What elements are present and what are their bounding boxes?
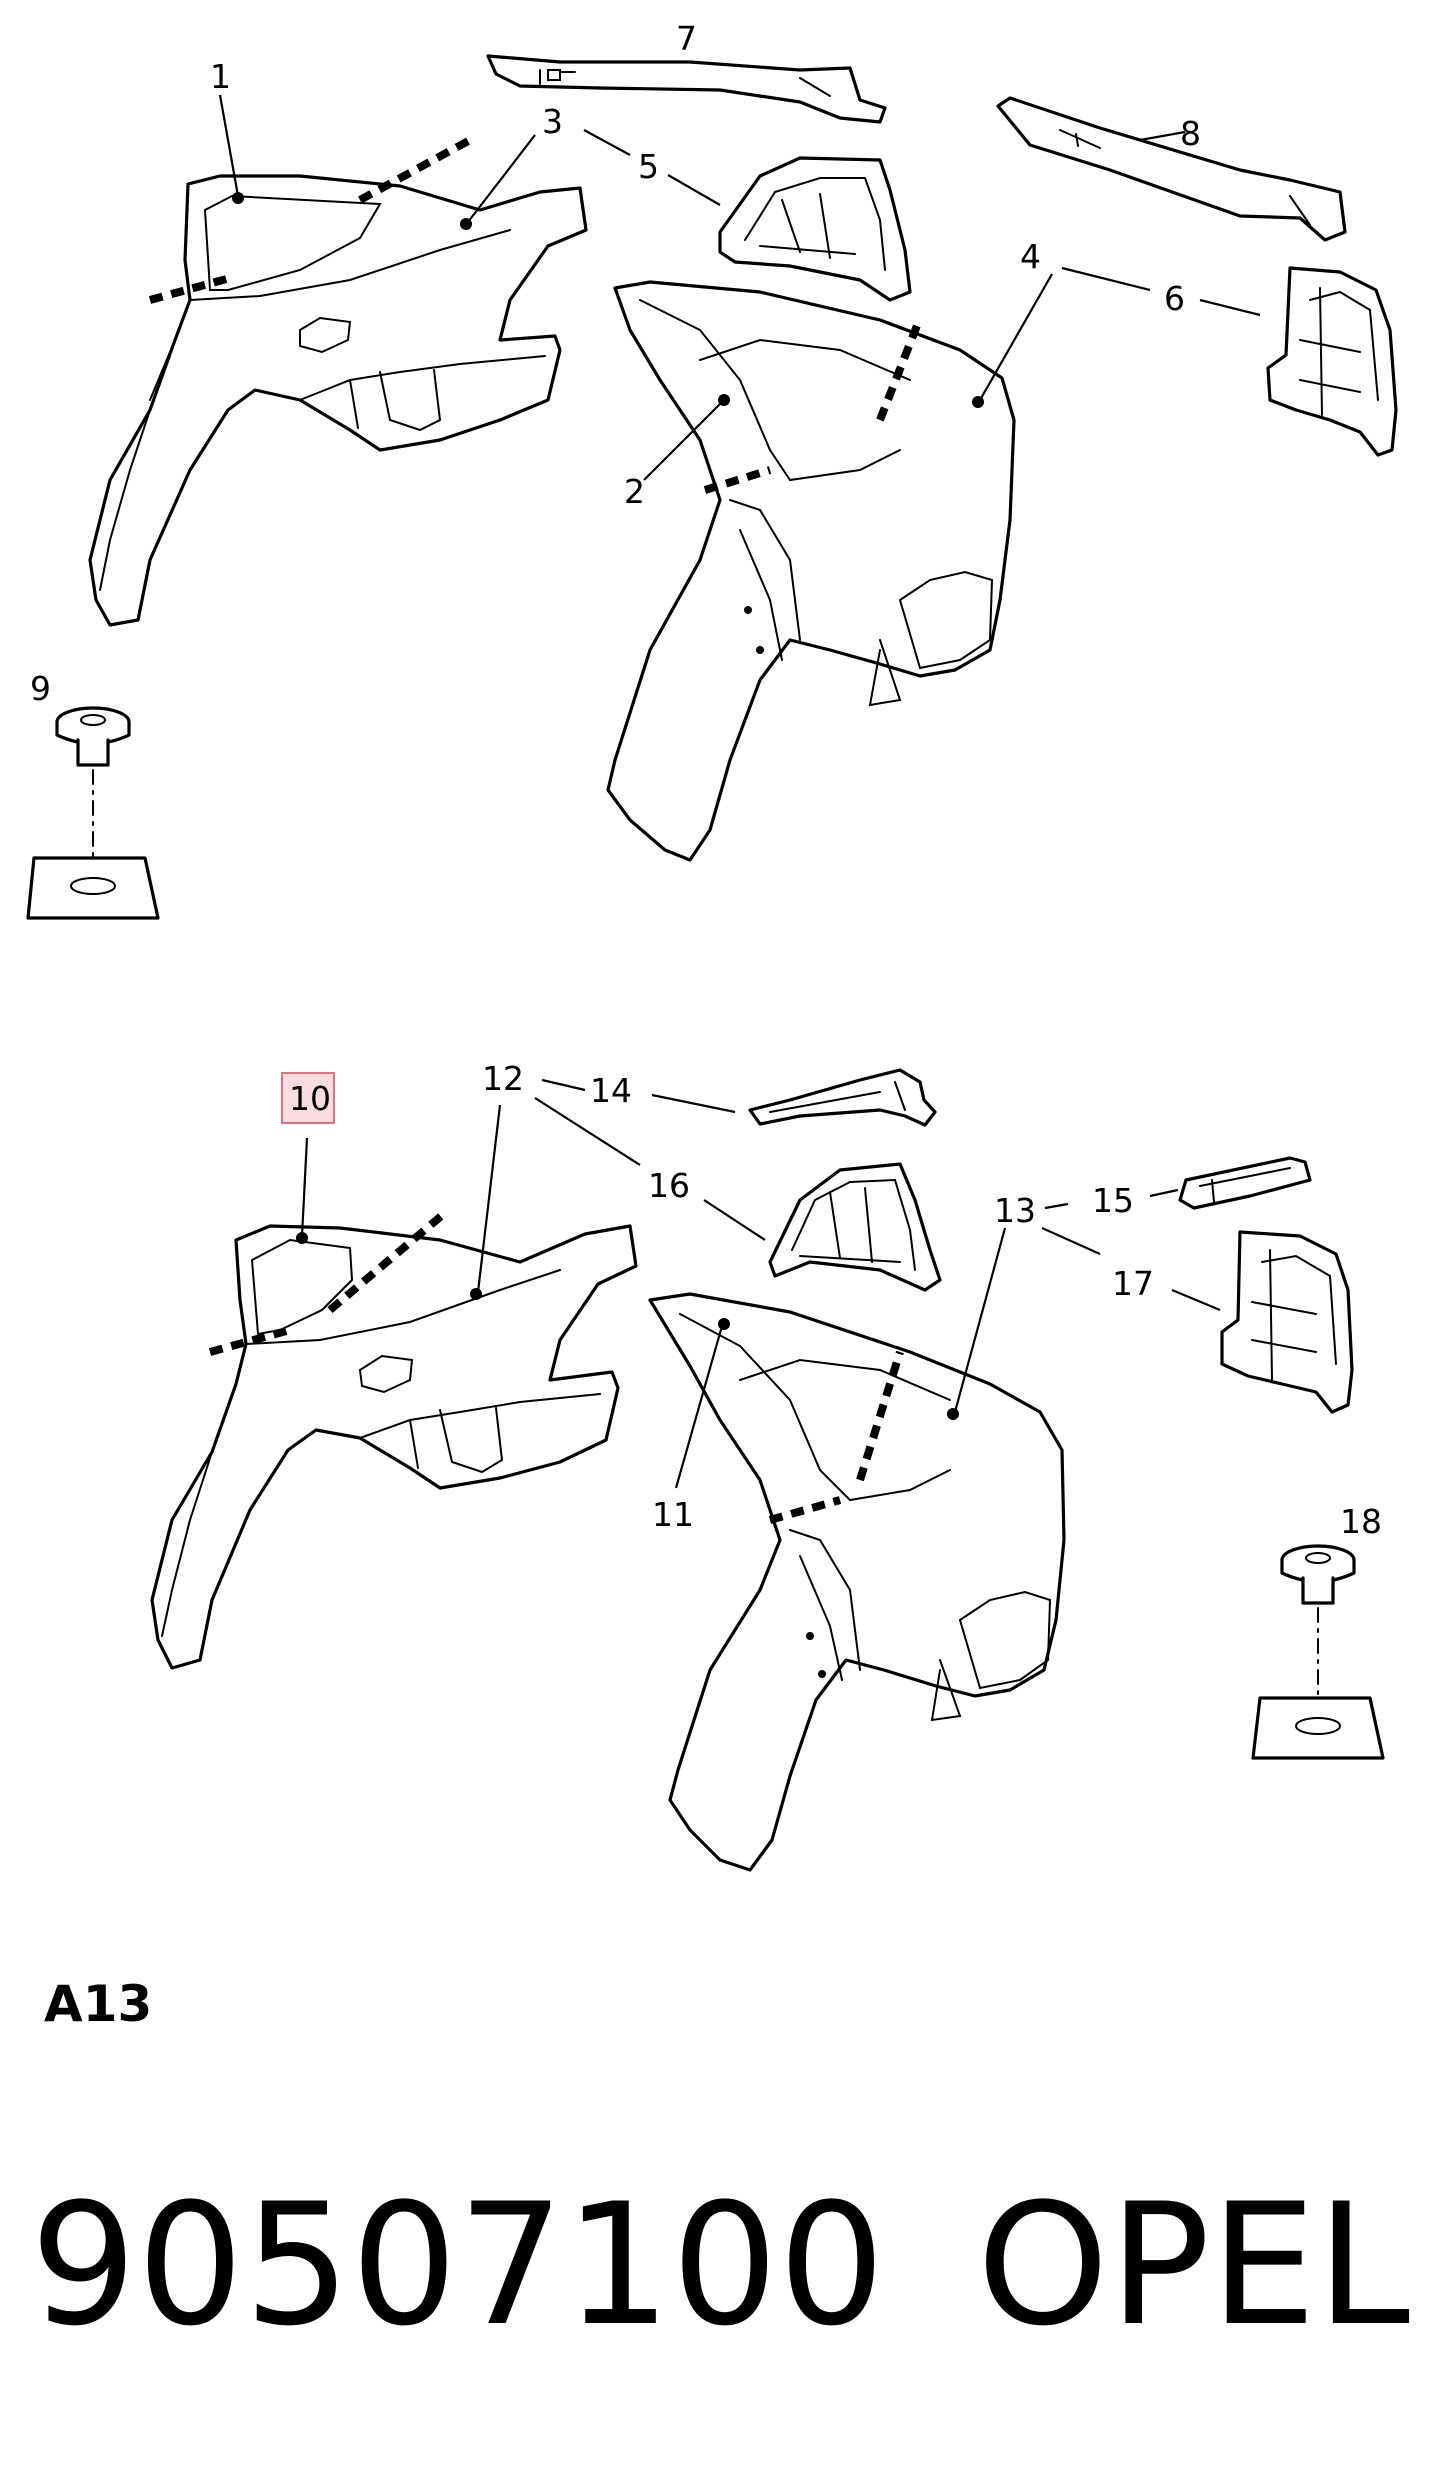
lower-callouts: 10 12 14 16 13 15 17 18 11: [289, 1059, 1382, 1541]
part-1-3-inner-panel: [88, 174, 588, 627]
upper-cut-lines: [148, 136, 924, 494]
callout-6: 6: [1164, 279, 1185, 318]
part-8-strip: [996, 96, 1347, 242]
callout-2: 2: [624, 472, 645, 511]
brand-name: OPEL: [976, 2167, 1410, 2363]
callout-17: 17: [1112, 1264, 1154, 1303]
callout-7: 7: [676, 19, 697, 58]
callout-4: 4: [1020, 237, 1041, 276]
callout-14: 14: [590, 1071, 632, 1110]
section-code: A13: [44, 1975, 153, 2033]
part-11-13-outer-panel: [648, 1292, 1066, 1872]
lower-cut-lines: [208, 1208, 904, 1524]
callout-15: 15: [1092, 1181, 1134, 1220]
callout-16: 16: [648, 1166, 690, 1205]
callout-8: 8: [1180, 114, 1201, 153]
upper-group: 7 1 3 8 5 4 6 2 9: [26, 19, 1398, 920]
callout-9: 9: [30, 669, 51, 708]
part-2-4-outer-panel: [606, 280, 1016, 862]
upper-leader-lines: [218, 94, 1261, 481]
part-7-strip: [486, 54, 887, 124]
callout-11: 11: [652, 1495, 694, 1534]
part-5-housing: [718, 156, 912, 302]
part-9-fastener: [26, 706, 160, 920]
callout-12: 12: [482, 1059, 524, 1098]
callout-13: 13: [994, 1191, 1036, 1230]
part-15-strip: [1178, 1156, 1312, 1210]
lower-leader-lines: [296, 1078, 1221, 1489]
callout-3: 3: [542, 102, 563, 141]
callout-1: 1: [210, 57, 231, 96]
part-17-bracket: [1220, 1230, 1354, 1414]
part-14-strip: [748, 1068, 937, 1127]
part-number: 90507100: [30, 2167, 886, 2363]
lower-group: 10 12 14 16 13 15 17 18 11: [150, 1059, 1385, 1872]
upper-callouts: 7 1 3 8 5 4 6 2 9: [30, 19, 1201, 708]
callout-10-highlight: [281, 1072, 335, 1124]
callout-10: 10: [289, 1079, 331, 1118]
part-footer: 90507100 OPEL: [30, 2165, 1410, 2365]
part-10-12-inner-panel: [150, 1224, 638, 1670]
callout-18: 18: [1340, 1502, 1382, 1541]
part-18-fastener: [1251, 1544, 1385, 1760]
part-6-bracket: [1266, 266, 1398, 457]
callout-10-highlight-box: [281, 1072, 335, 1124]
part-16-housing: [768, 1162, 942, 1292]
callout-5: 5: [638, 147, 659, 186]
